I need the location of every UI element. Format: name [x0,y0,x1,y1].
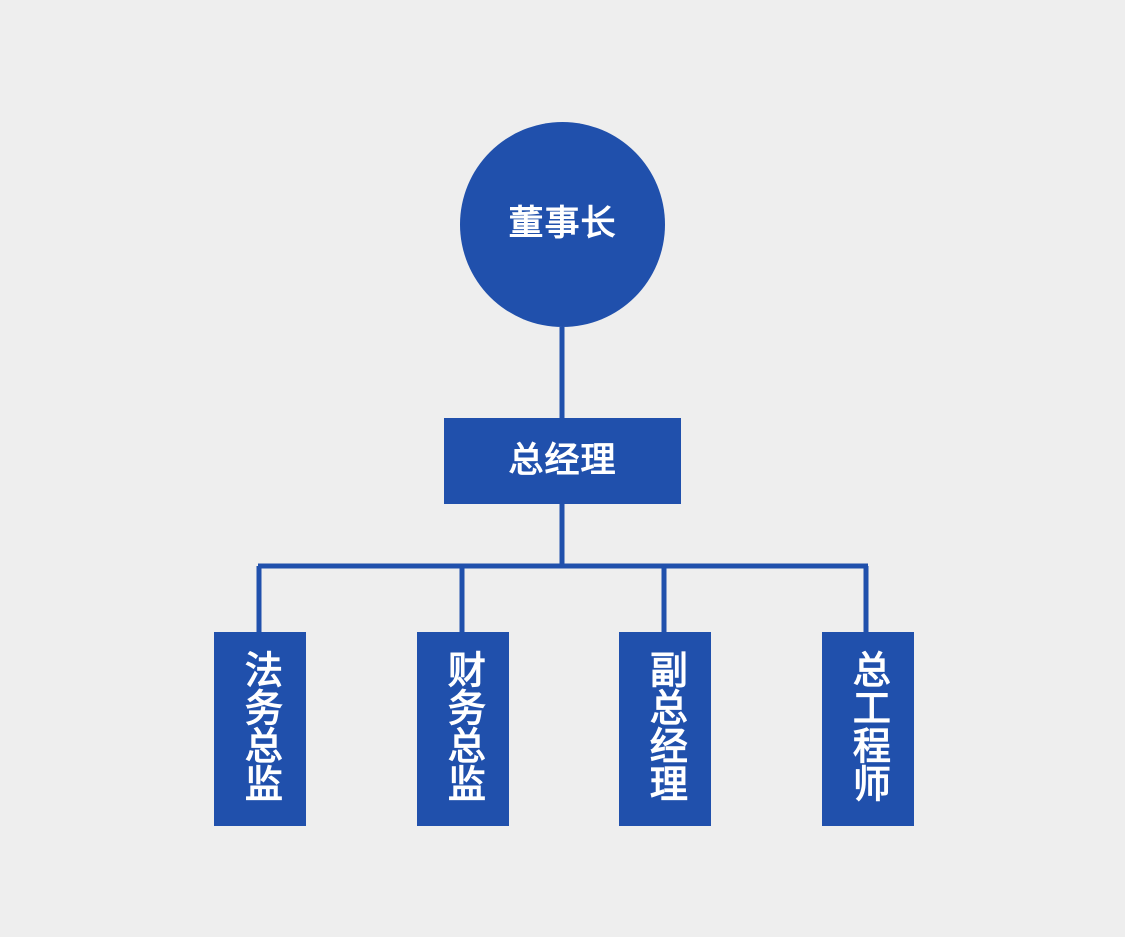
node-deputy-general-manager-label: 副总经理 [643,650,688,802]
node-chief-engineer-label: 总工程师 [846,650,891,802]
node-general-manager-label: 总经理 [508,440,617,481]
node-legal-director-label: 法务总监 [238,650,283,802]
node-chairman-label: 董事长 [508,204,617,244]
node-general-manager[interactable]: 总经理 [444,418,681,504]
node-deputy-general-manager[interactable]: 副总经理 [619,632,711,826]
node-finance-director-label: 财务总监 [441,650,486,802]
node-finance-director[interactable]: 财务总监 [417,632,509,826]
node-chief-engineer[interactable]: 总工程师 [822,632,914,826]
node-chairman[interactable]: 董事长 [460,122,665,327]
node-legal-director[interactable]: 法务总监 [214,632,306,826]
